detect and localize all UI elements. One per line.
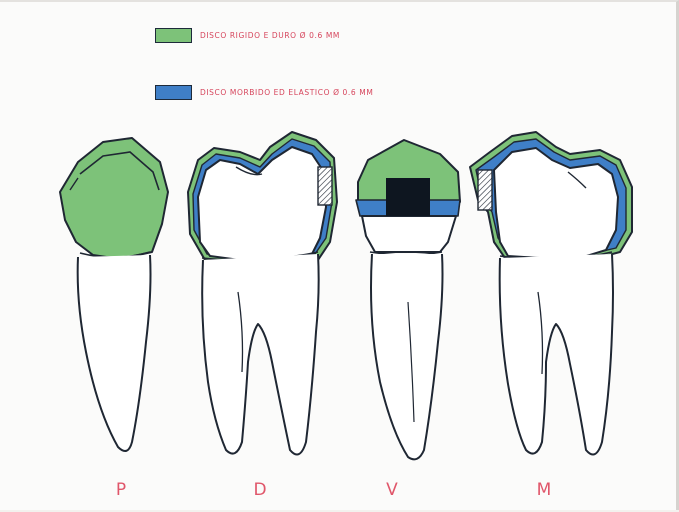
view-label-vestibular: V	[377, 480, 407, 500]
view-label-palatal: P	[106, 480, 136, 500]
vestibular-black-square	[386, 178, 430, 216]
mesial-contact-hatch	[478, 170, 492, 210]
palatal-root	[78, 255, 151, 451]
tooth-palatal-view	[60, 138, 168, 451]
distal-roots	[202, 254, 318, 455]
tooth-mesial-view	[470, 132, 632, 455]
vestibular-crown-lower	[362, 216, 456, 252]
tooth-distal-view	[188, 132, 337, 455]
view-label-distal: D	[245, 480, 275, 500]
mesial-crown	[494, 148, 618, 258]
vestibular-root	[371, 254, 443, 459]
distal-contact-hatch	[318, 167, 332, 205]
view-label-mesial: M	[529, 480, 559, 500]
tooth-vestibular-view	[356, 140, 460, 459]
palatal-crown-rigid-disc	[60, 138, 168, 259]
mesial-roots	[500, 254, 613, 455]
